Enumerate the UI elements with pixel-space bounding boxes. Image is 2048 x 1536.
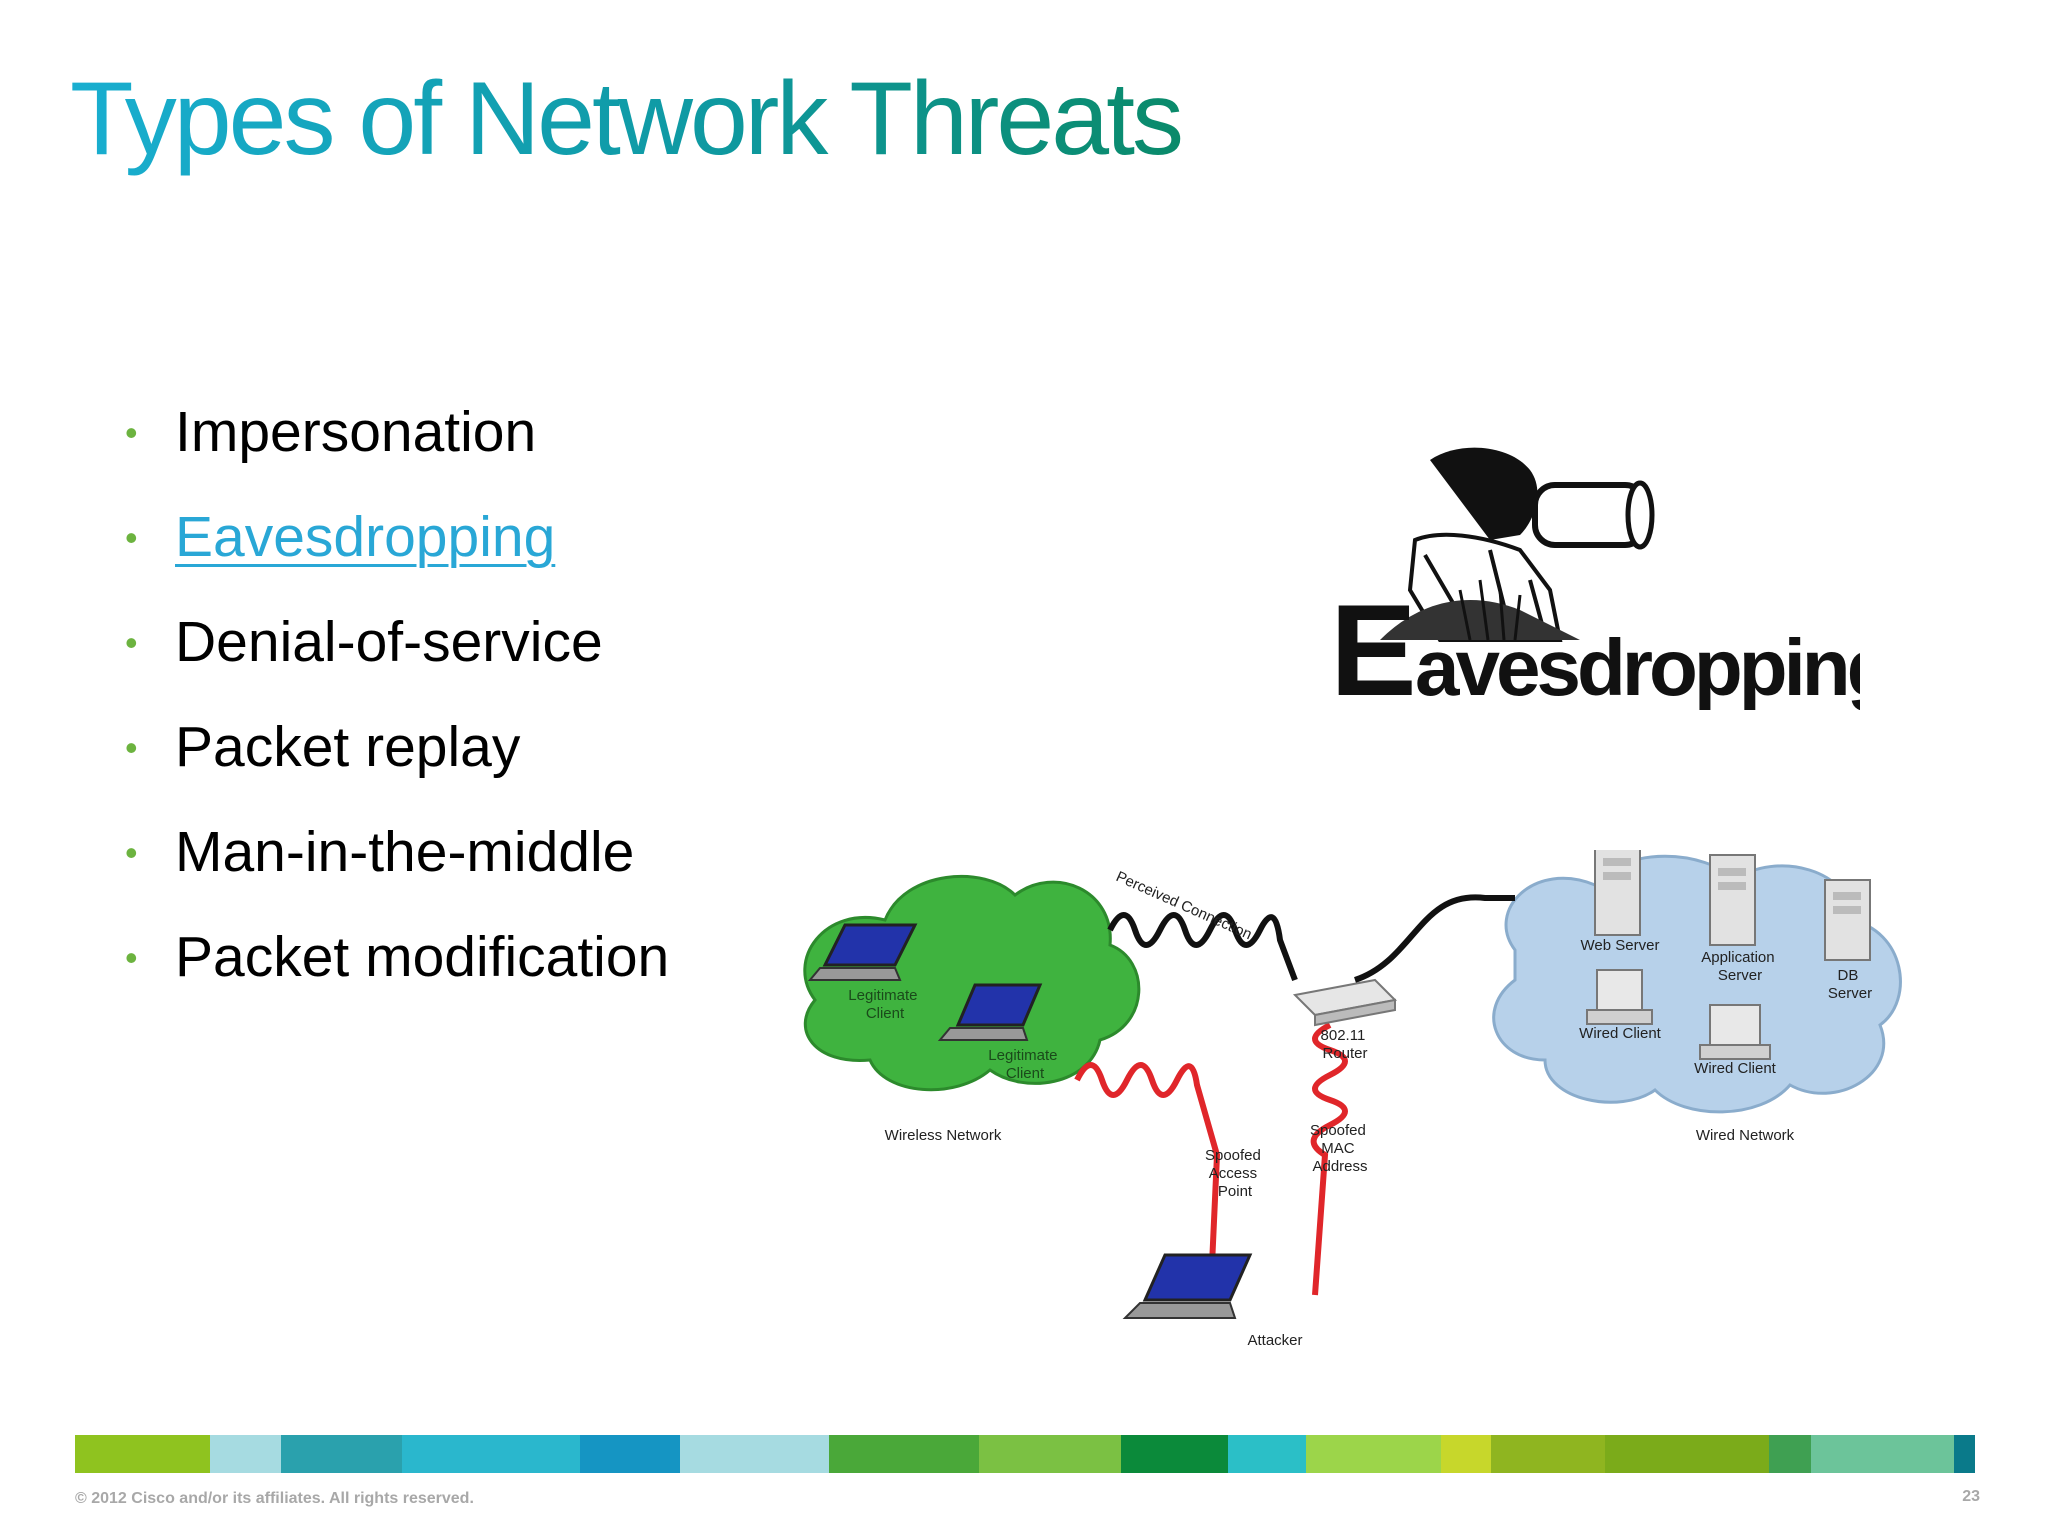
color-bar-segment (829, 1435, 979, 1473)
color-bar-segment (1306, 1435, 1442, 1473)
spy-figure-icon (1380, 447, 1655, 642)
color-bar-segment (580, 1435, 680, 1473)
wired-client-2-label: Wired Client (1694, 1060, 1777, 1077)
page-number: 23 (1962, 1488, 1980, 1505)
network-diagram: Perceived Connection Legitimate Client L… (803, 850, 1902, 1349)
bullet-list: Impersonation Eavesdropping Denial-of-se… (125, 380, 669, 1010)
color-bar-segment (1604, 1435, 1769, 1473)
color-bar-segment (75, 1435, 211, 1473)
web-server-icon (1594, 850, 1641, 936)
wireless-network-cloud (803, 875, 1141, 1092)
bullet-impersonation: Impersonation (125, 380, 669, 485)
legit-client-1-label: Legitimate Client (848, 987, 921, 1022)
wired-network-label: Wired Network (1696, 1127, 1795, 1144)
spoofed-ap-wave (1074, 1062, 1221, 1266)
color-bar-segment (1811, 1435, 1954, 1473)
db-server-icon (1824, 879, 1871, 961)
color-bar-segment (1768, 1435, 1812, 1473)
eaves-initial: E (1330, 577, 1417, 710)
application-server-icon (1709, 854, 1756, 946)
wireless-network-label: Wireless Network (885, 1127, 1002, 1144)
spoofed-mac-wave (1310, 1022, 1348, 1296)
bullet-denial-of-service: Denial-of-service (125, 590, 669, 695)
router-cable (1354, 894, 1515, 983)
wired-client-1-label: Wired Client (1579, 1025, 1662, 1042)
bullet-man-in-the-middle: Man-in-the-middle (125, 800, 669, 905)
color-bar-segment (1121, 1435, 1228, 1473)
router-icon (1292, 978, 1398, 1027)
color-bar-segment (281, 1435, 403, 1473)
color-bar-segment (402, 1435, 581, 1473)
wired-client-1-icon (1586, 969, 1653, 1025)
footer-color-bar (75, 1435, 1975, 1473)
color-bar-segment (1491, 1435, 1605, 1473)
color-bar-segment (210, 1435, 282, 1473)
color-bar-segment (1953, 1435, 1975, 1473)
web-server-label: Web Server (1581, 937, 1660, 954)
bullet-packet-replay: Packet replay (125, 695, 669, 800)
bullet-eavesdropping-link[interactable]: Eavesdropping (125, 485, 669, 590)
color-bar-segment (1227, 1435, 1307, 1473)
eaves-word: avesdropping (1415, 623, 1860, 710)
slide-title: Types of Network Threats (70, 61, 1184, 177)
eavesdropping-illustration: E avesdropping (1330, 447, 1860, 710)
copyright-text: © 2012 Cisco and/or its affiliates. All … (75, 1490, 474, 1507)
legitimate-client-laptop-1-icon (807, 923, 918, 981)
attacker-label: Attacker (1247, 1332, 1302, 1349)
legit-client-2-label: Legitimate Client (988, 1047, 1061, 1082)
router-label: 802.11 Router (1321, 1027, 1370, 1062)
spoofed-ap-label: Spoofed Access Point (1205, 1147, 1265, 1200)
attacker-laptop-icon (1122, 1253, 1253, 1319)
color-bar-segment (978, 1435, 1122, 1473)
legitimate-client-laptop-2-icon (937, 983, 1043, 1041)
color-bar-segment (1441, 1435, 1492, 1473)
spoofed-mac-label: Spoofed MAC Address (1310, 1122, 1370, 1175)
bullet-packet-modification: Packet modification (125, 905, 669, 1010)
db-server-label: DB Server (1828, 967, 1872, 1002)
app-server-label: Application Server (1701, 949, 1779, 984)
perceived-connection-wave (1107, 912, 1298, 982)
color-bar-segment (679, 1435, 830, 1473)
wired-client-2-icon (1699, 1004, 1771, 1060)
